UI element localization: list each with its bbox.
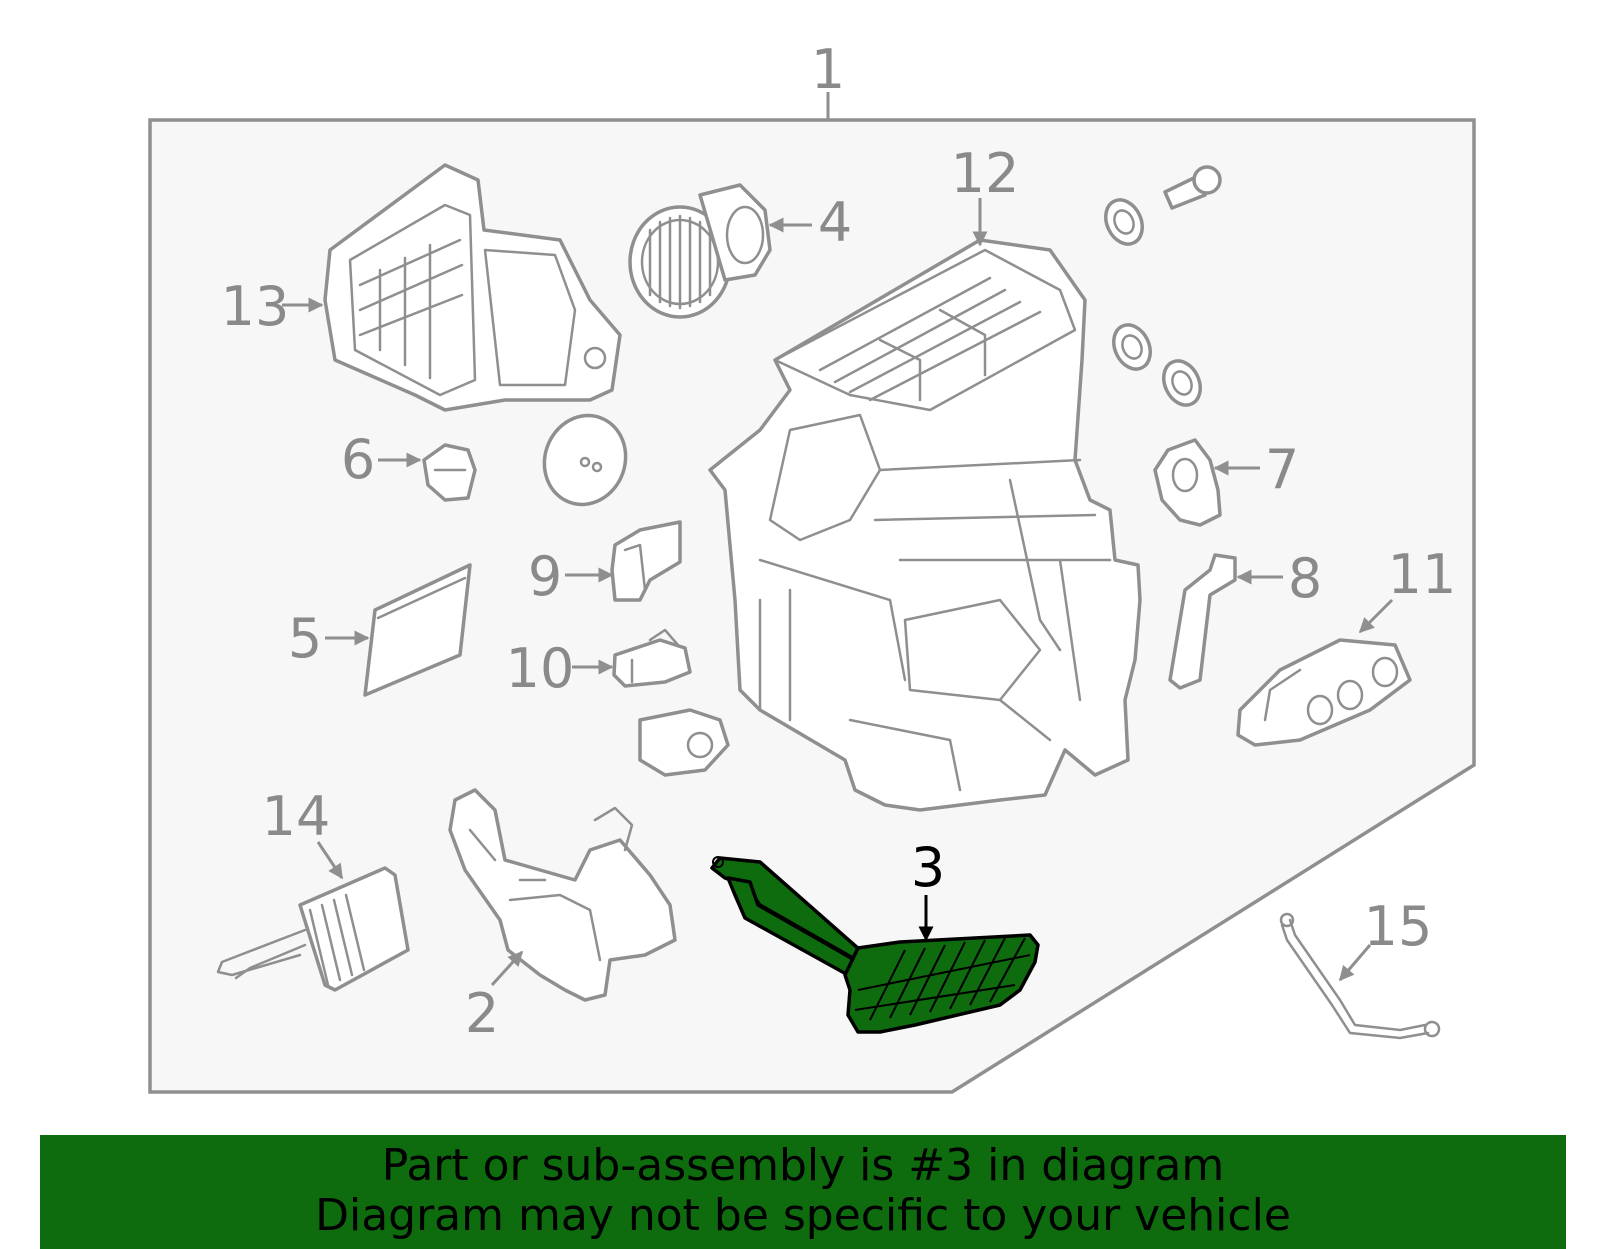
hose-15-part (1279, 912, 1441, 1040)
callout-4: 4 (818, 191, 852, 254)
actuator-6-part (422, 443, 477, 502)
leader-2 (490, 950, 524, 987)
callout-12: 12 (951, 142, 1020, 205)
callout-11: 11 (1388, 543, 1457, 606)
heater-core-3-part (710, 856, 1040, 1034)
cabin-filter-part (363, 563, 472, 697)
leader-11 (1358, 598, 1394, 634)
callout-3: 3 (911, 836, 945, 899)
callout-1: 1 (811, 38, 845, 101)
control-block-11-part (1236, 638, 1412, 747)
hvac-housing-part (708, 238, 1142, 812)
duct-2-part (448, 788, 677, 1002)
evaporator-14-part (216, 866, 410, 992)
blower-case-part (323, 163, 622, 412)
callout-14: 14 (262, 785, 331, 848)
callout-5: 5 (288, 607, 322, 670)
leader-14 (316, 841, 344, 880)
part-info-banner: Part or sub-assembly is #3 in diagram Di… (40, 1135, 1566, 1249)
callout-6: 6 (341, 428, 375, 491)
banner-line-disclaimer: Diagram may not be specific to your vehi… (315, 1190, 1291, 1241)
callout-13: 13 (221, 275, 290, 338)
callout-8: 8 (1288, 547, 1322, 610)
round-disc-part (542, 413, 628, 507)
callout-15: 15 (1364, 895, 1433, 958)
actuator-10-part (612, 628, 692, 688)
actuator-lower-part (638, 708, 730, 777)
leader-arrows (282, 198, 1394, 987)
banner-line-part: Part or sub-assembly is #3 in diagram (381, 1140, 1225, 1191)
actuator-7-part (1153, 438, 1222, 527)
callout-10: 10 (506, 637, 575, 700)
blower-motor-part (628, 183, 772, 319)
grommets-and-screw (1104, 165, 1222, 407)
callout-2: 2 (465, 982, 499, 1045)
callout-7: 7 (1265, 438, 1299, 501)
pipe-8-part (1168, 553, 1237, 690)
leader-15 (1338, 944, 1372, 982)
callout-9: 9 (528, 545, 562, 608)
